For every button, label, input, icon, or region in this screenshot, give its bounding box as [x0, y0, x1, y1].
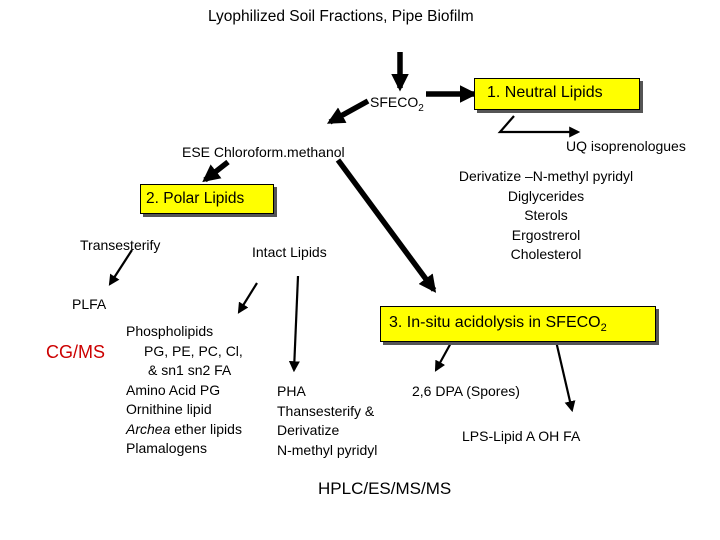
polar-lipids-label: 2. Polar Lipids — [146, 190, 245, 207]
sfeco2-subscript: 2 — [418, 102, 424, 114]
pha-list: PHA Thansesterify & Derivatize N-methyl … — [277, 382, 377, 460]
arrow-ese-to-polar — [202, 159, 230, 183]
plfa-label: PLFA — [72, 296, 107, 312]
pha-line: PHA — [277, 383, 306, 399]
pha-line: Derivatize — [277, 422, 340, 438]
arrow-to-insitu — [335, 158, 437, 293]
neutral-lipids-label: 1. Neutral Lipids — [487, 84, 603, 101]
phospholipids-line: & sn1 sn2 FA — [148, 362, 232, 378]
lps-lipid-a-label: LPS-Lipid A OH FA — [462, 428, 581, 444]
transesterify-label: Transesterify — [80, 237, 161, 253]
derivatize-line: Sterols — [524, 207, 568, 223]
intact-lipids-label: Intact Lipids — [252, 244, 327, 260]
insitu-base: 3. In-situ acidolysis in SFECO — [389, 314, 601, 331]
derivatize-line: Diglycerides — [507, 187, 585, 204]
derivatize-line: Ergostrerol — [511, 226, 581, 243]
arrow-transesterify-to-plfa — [108, 249, 133, 286]
pha-line: Thansesterify & — [277, 402, 375, 419]
phospholipids-line: Amino Acid PG — [126, 381, 221, 398]
derivatize-line: Cholesterol — [510, 246, 582, 262]
phospholipids-line: PG, PE, PC, Cl, — [144, 342, 243, 359]
sfeco2-label: SFECO2 — [370, 94, 424, 114]
phospholipids-line: Archea ether lipids — [126, 420, 243, 440]
uq-isoprenologues: UQ isoprenologues — [566, 138, 686, 154]
archea-italic: Archea — [126, 420, 171, 437]
insitu-acidolysis-box: 3. In-situ acidolysis in SFECO2 — [380, 306, 656, 342]
arrow-intact-to-pha — [288, 275, 300, 373]
arrow-neutral-to-uq — [497, 115, 581, 138]
polar-lipids-box: 2. Polar Lipids — [140, 184, 274, 214]
hplc-label: HPLC/ES/MS/MS — [318, 479, 452, 498]
derivatize-list: Derivatize –N-methyl pyridyl Diglyceride… — [430, 167, 662, 265]
phospholipids-line: Ornithine lipid — [126, 401, 212, 417]
sfeco2-base: SFECO — [370, 94, 419, 110]
arrow-sfeco2-to-ese — [326, 98, 370, 125]
pha-line: N-methyl pyridyl — [277, 441, 378, 458]
phospholipids-line: Phospholipids — [126, 323, 214, 339]
arrow-insitu-to-dpa — [434, 340, 453, 372]
derivatize-line: Derivatize –N-methyl pyridyl — [458, 168, 634, 184]
neutral-lipids-box: 1. Neutral Lipids — [474, 78, 640, 110]
arrow-insitu-to-lps — [554, 340, 576, 413]
insitu-subscript: 2 — [600, 322, 607, 335]
archea-rest: ether lipids — [170, 420, 242, 437]
arrow-intact-to-phospholipids — [237, 282, 258, 314]
phospholipids-line: Plamalogens — [126, 440, 207, 456]
phospholipids-list: Phospholipids PG, PE, PC, Cl, & sn1 sn2 … — [126, 322, 243, 459]
cgms-label: CG/MS — [46, 342, 106, 362]
insitu-acidolysis-label: 3. In-situ acidolysis in SFECO2 — [389, 314, 607, 334]
dpa-spores-label: 2,6 DPA (Spores) — [412, 383, 520, 399]
diagram-title: Lyophilized Soil Fractions, Pipe Biofilm — [208, 8, 474, 25]
ese-label: ESE Chloroform.methanol — [182, 144, 345, 160]
